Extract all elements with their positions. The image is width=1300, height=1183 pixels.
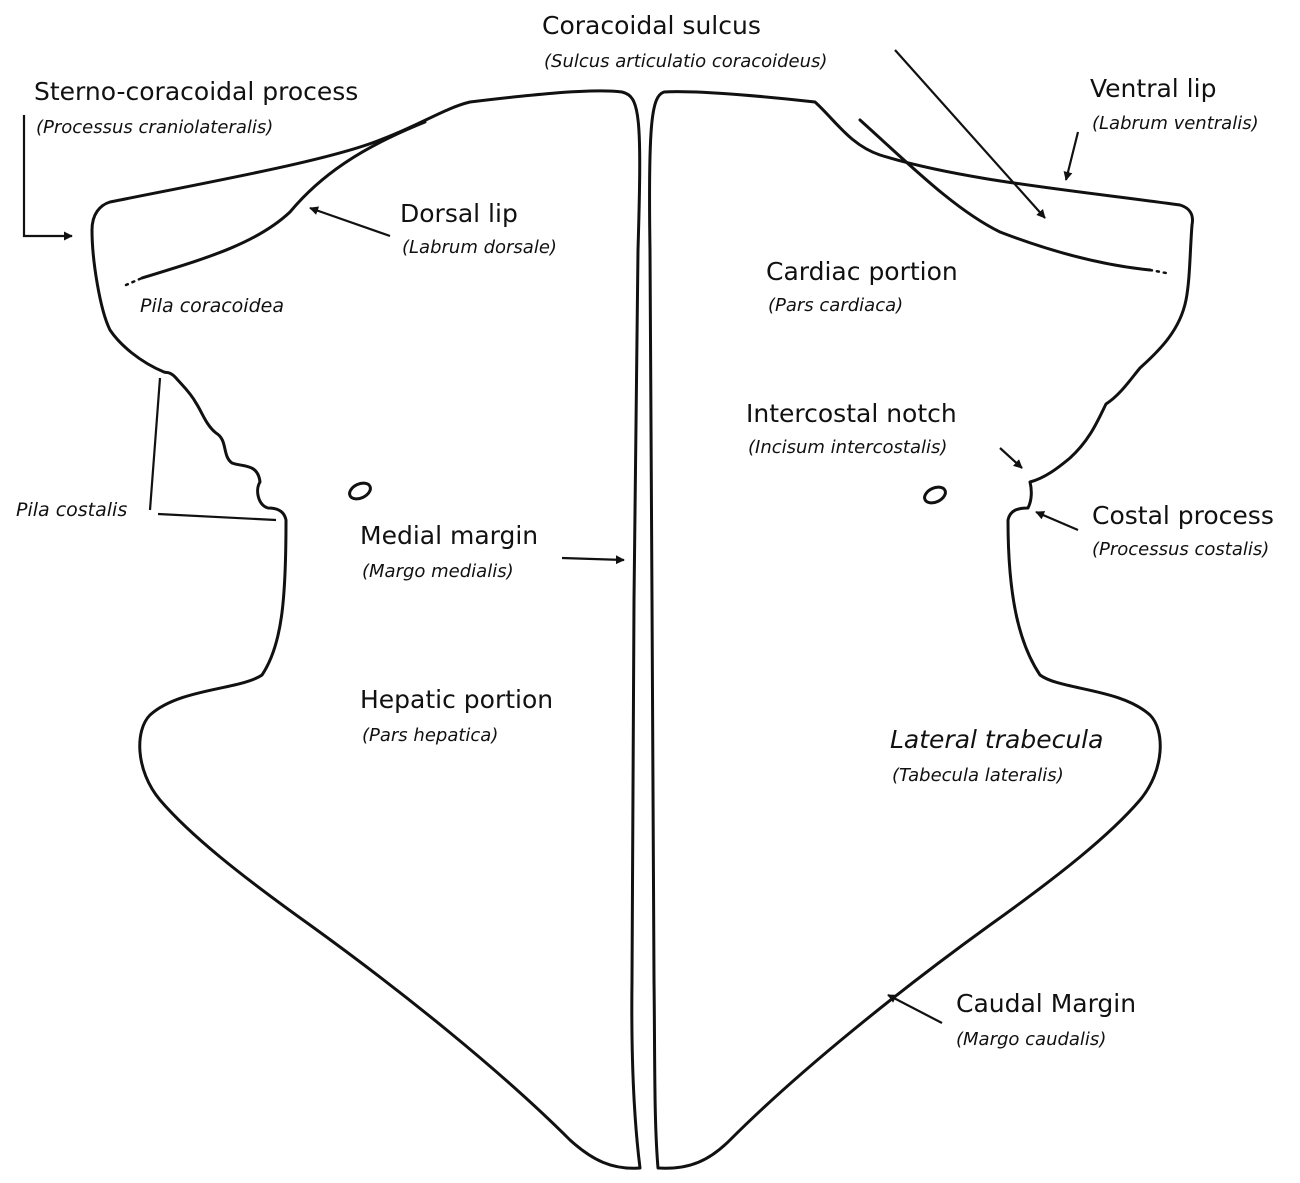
lateral-trabecula-label: Lateral trabecula [890, 726, 1103, 755]
medial-margin-label: Medial margin [360, 522, 538, 551]
medial-margin-latin: (Margo medialis) [362, 562, 514, 583]
costal-process-arrow [1036, 512, 1078, 530]
caudal-margin-label: Caudal Margin [956, 990, 1136, 1019]
medial-margin-arrow [562, 558, 624, 560]
pila-costalis-leader-upper [150, 378, 160, 510]
coracoidal-sulcus-arrow [895, 50, 1045, 218]
costal-process-latin: (Processus costalis) [1092, 540, 1269, 561]
left-sternal-plate-outline [92, 91, 640, 1168]
hepatic-portion-label: Hepatic portion [360, 686, 553, 715]
right-costal-foramen [922, 484, 948, 506]
right-pila-coracoidea-dots [1150, 270, 1166, 273]
left-pila-coracoidea-dots [126, 278, 142, 285]
ventral-lip-latin: (Labrum ventralis) [1092, 114, 1259, 135]
left-costal-foramen [347, 480, 373, 502]
caudal-margin-latin: (Margo caudalis) [956, 1030, 1106, 1051]
dorsal-lip-latin: (Labrum dorsale) [402, 238, 557, 259]
ventral-lip-label: Ventral lip [1090, 75, 1216, 104]
left-dorsal-lip-line [142, 122, 425, 278]
lateral-trabecula-latin: (Tabecula lateralis) [892, 766, 1064, 787]
ventral-lip-arrow [1066, 132, 1078, 180]
pila-costalis-label: Pila costalis [16, 500, 127, 522]
pila-coracoidea-label: Pila coracoidea [140, 296, 284, 318]
pila-costalis-leader-lower [158, 514, 276, 520]
coracoidal-sulcus-latin: (Sulcus articulatio coracoideus) [544, 52, 827, 73]
hepatic-portion-latin: (Pars hepatica) [362, 726, 498, 747]
caudal-margin-arrow [888, 995, 942, 1023]
sterno-coracoidal-process-label: Sterno-coracoidal process [34, 78, 358, 107]
dorsal-lip-label: Dorsal lip [400, 200, 518, 229]
costal-process-label: Costal process [1092, 502, 1274, 531]
cardiac-portion-latin: (Pars cardiaca) [768, 296, 903, 317]
intercostal-notch-arrow [1000, 448, 1022, 468]
intercostal-notch-latin: (Incisum intercostalis) [748, 438, 947, 459]
dorsal-lip-arrow [310, 208, 390, 236]
intercostal-notch-label: Intercostal notch [746, 400, 957, 429]
sterno-coracoidal-process-latin: (Processus craniolateralis) [36, 118, 273, 139]
cardiac-portion-label: Cardiac portion [766, 258, 958, 287]
coracoidal-sulcus-label: Coracoidal sulcus [542, 12, 761, 41]
